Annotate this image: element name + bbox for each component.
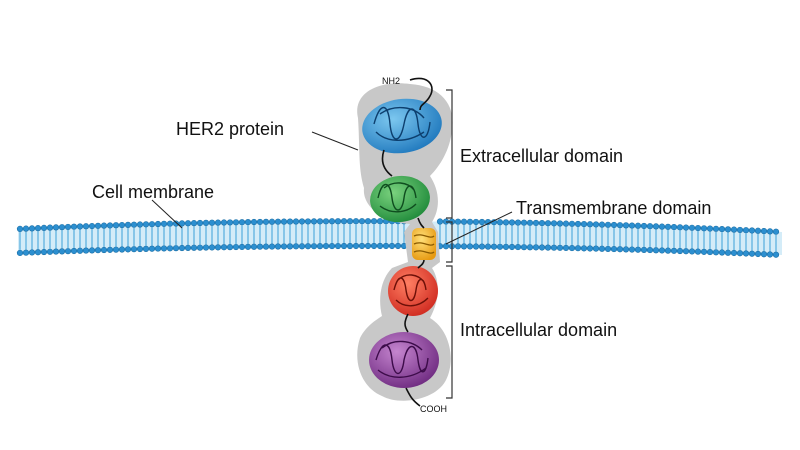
label-intracellular-domain: Intracellular domain [460, 320, 617, 340]
label-cooh-terminus: COOH [420, 404, 447, 414]
leader-transmembrane [445, 211, 513, 245]
label-her2-protein: HER2 protein [176, 119, 284, 139]
bracket-intracellular [446, 265, 453, 399]
label-cell-membrane: Cell membrane [92, 182, 214, 202]
domain-intracellular-1 [388, 266, 438, 316]
peptide-chain [381, 77, 433, 407]
label-nh2-terminus: NH2 [382, 76, 400, 86]
label-extracellular-domain: Extracellular domain [460, 146, 623, 166]
cell-membrane [16, 218, 782, 258]
lipid-heads [16, 218, 780, 258]
her2-protein-envelope [357, 83, 453, 401]
domain-intracellular-2 [369, 332, 439, 388]
bracket-extracellular [446, 89, 453, 219]
leader-her2-protein [311, 131, 359, 151]
domain-extracellular-2 [370, 175, 430, 223]
leader-cell-membrane [151, 199, 183, 229]
label-transmembrane-domain: Transmembrane domain [516, 198, 711, 218]
lipid-tails [19, 224, 777, 252]
domain-extracellular-1 [362, 98, 442, 154]
bracket-transmembrane [446, 221, 453, 263]
domain-transmembrane [412, 228, 436, 260]
leader-lines [151, 131, 513, 245]
